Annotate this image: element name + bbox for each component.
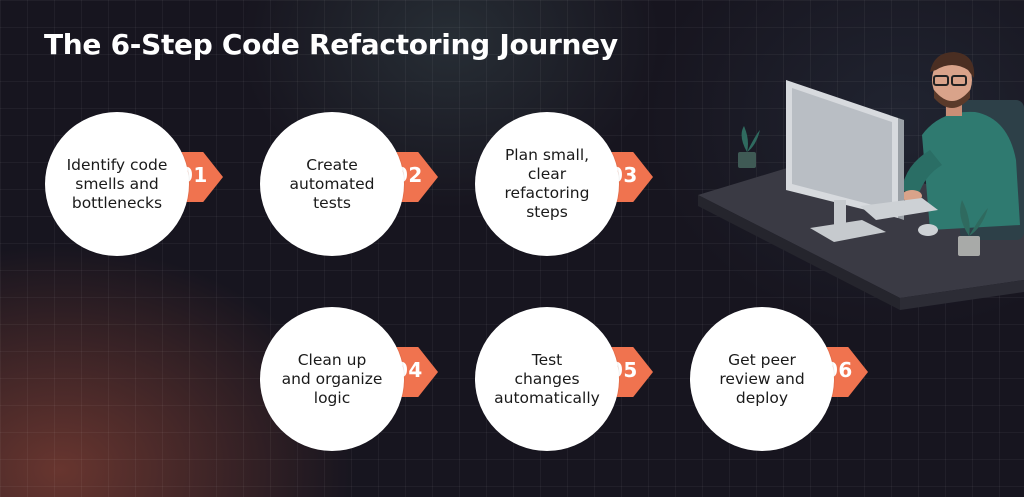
page-title: The 6-Step Code Refactoring Journey bbox=[44, 28, 618, 61]
step-4-label: Clean up and organize logic bbox=[281, 350, 383, 407]
desk-edge bbox=[698, 195, 900, 310]
step-3-label: Plan small, clear refactoring steps bbox=[504, 146, 590, 221]
step-3-circle: Plan small, clear refactoring steps bbox=[475, 112, 619, 256]
step-5-label: Test changes automatically bbox=[494, 350, 600, 407]
person-beard bbox=[934, 90, 970, 108]
step-2-circle: Create automated tests bbox=[260, 112, 404, 256]
step-2: 02 Create automated tests bbox=[252, 104, 452, 264]
mouse-icon bbox=[918, 224, 938, 236]
person-torso bbox=[922, 111, 1020, 230]
step-4-circle: Clean up and organize logic bbox=[260, 307, 404, 451]
step-2-label: Create automated tests bbox=[289, 155, 375, 212]
step-1: 01 Identify code smells and bottlenecks bbox=[37, 104, 237, 264]
glasses-lens-right bbox=[951, 75, 967, 86]
keyboard-icon bbox=[860, 198, 938, 220]
step-4: 04 Clean up and organize logic bbox=[252, 299, 452, 459]
monitor-stand bbox=[834, 200, 846, 230]
plant-icon bbox=[741, 126, 760, 152]
monitor-edge bbox=[898, 118, 904, 220]
plant-right-icon bbox=[960, 200, 988, 236]
desk-side bbox=[900, 280, 1024, 310]
glasses-icon bbox=[933, 75, 949, 86]
step-1-circle: Identify code smells and bottlenecks bbox=[45, 112, 189, 256]
monitor-base bbox=[810, 220, 886, 242]
step-5: 05 Test changes automatically bbox=[467, 299, 667, 459]
step-6: 06 Get peer review and deploy bbox=[682, 299, 882, 459]
person-hair bbox=[930, 52, 975, 78]
person-arm bbox=[902, 150, 942, 196]
step-1-label: Identify code smells and bottlenecks bbox=[66, 155, 168, 212]
step-6-label: Get peer review and deploy bbox=[719, 350, 805, 407]
step-5-circle: Test changes automatically bbox=[475, 307, 619, 451]
developer-illustration bbox=[698, 52, 1024, 310]
monitor-screen bbox=[792, 88, 892, 210]
step-6-circle: Get peer review and deploy bbox=[690, 307, 834, 451]
plant-pot-right bbox=[958, 236, 980, 256]
plant-pot-left bbox=[738, 152, 756, 168]
step-3: 03 Plan small, clear refactoring steps bbox=[467, 104, 667, 264]
